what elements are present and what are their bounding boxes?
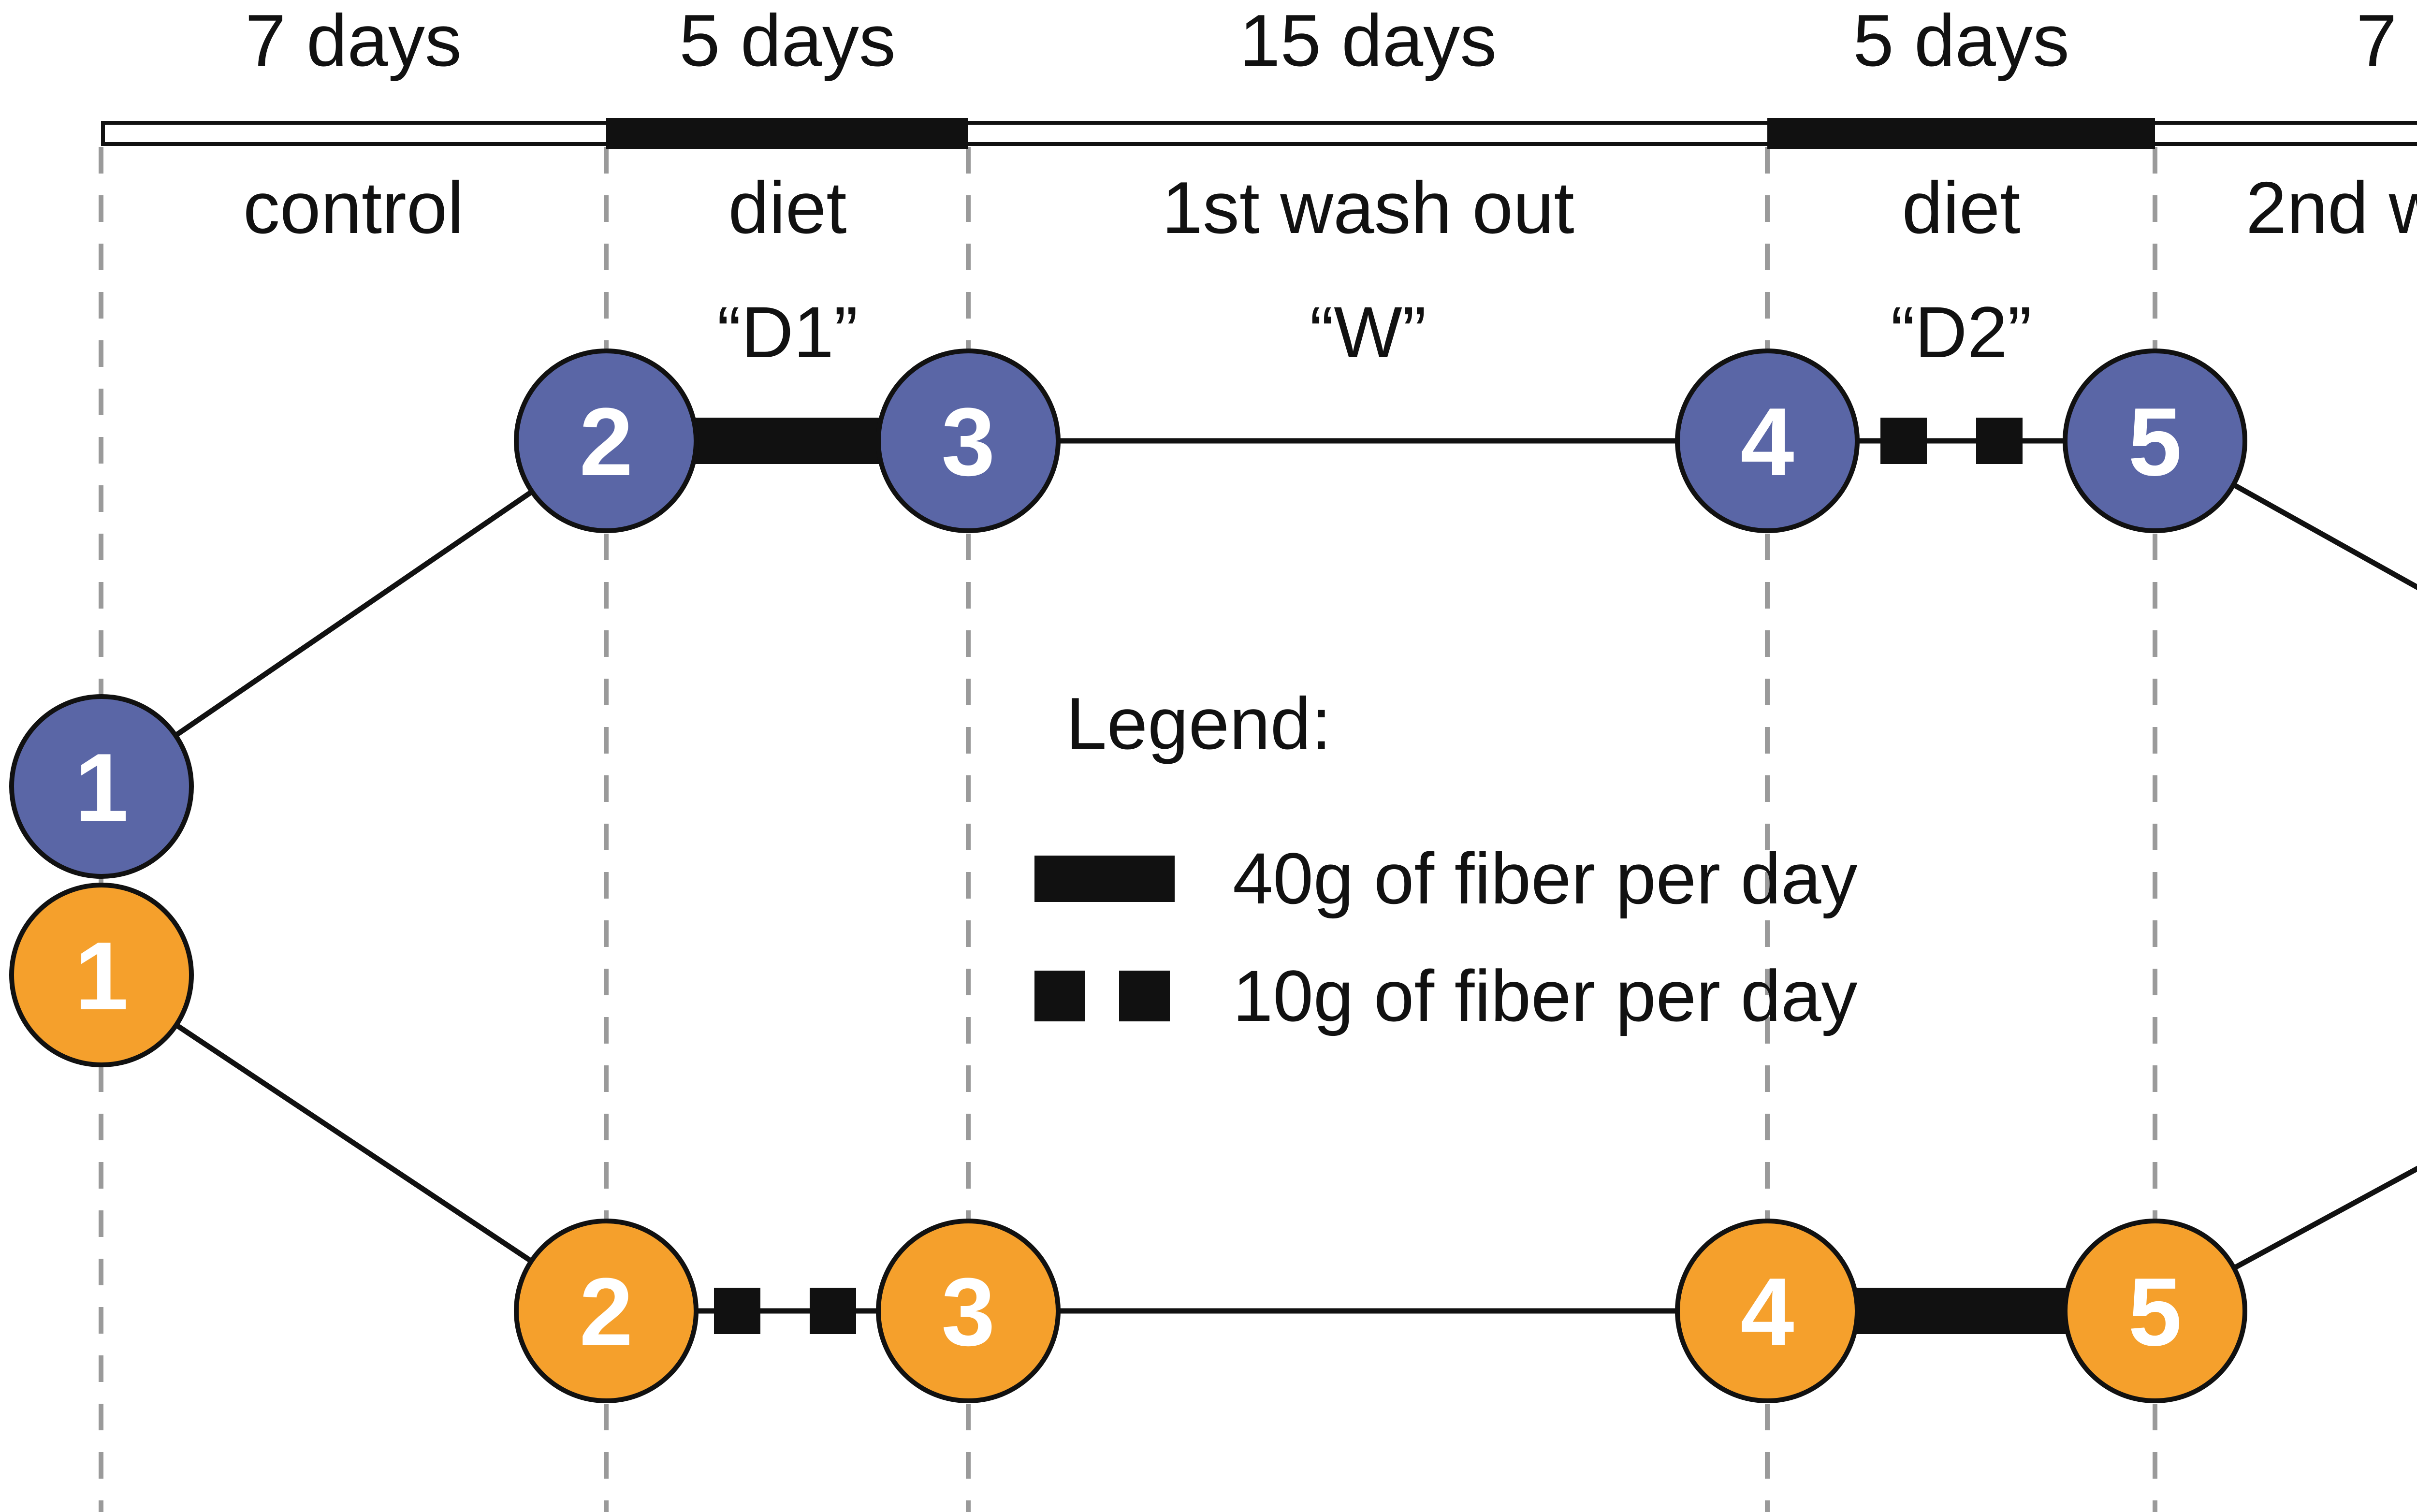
duration-label-diet2: 5 days	[1853, 0, 2069, 82]
timeline-diet-segment-1	[606, 118, 968, 149]
legend-title: Legend:	[1066, 683, 1332, 765]
legend-item-40g-label: 40g of fiber per day	[1233, 838, 1858, 919]
connector-line-orange-1-2	[99, 973, 608, 1313]
phase-label-diet2: diet	[1902, 167, 2021, 249]
phase-code-w: “W”	[1310, 291, 1427, 373]
timeline-diet-segment-2	[1767, 118, 2155, 149]
fiber-10g-square	[1880, 418, 1927, 464]
connector-line-blue-1-2	[99, 438, 608, 789]
duration-label-washout1: 15 days	[1239, 0, 1497, 82]
thick-bar-icon	[1034, 856, 1175, 902]
phase-code-d2: “D2”	[1891, 291, 2032, 373]
fiber-10g-square	[810, 1288, 856, 1334]
orange-arm-node-4: 4	[1675, 1219, 1860, 1403]
orange-arm-node-1: 1	[9, 883, 194, 1067]
blue-arm-node-4: 4	[1675, 349, 1860, 533]
dotted-squares-icon	[1119, 971, 1170, 1021]
fiber-10g-square	[714, 1288, 760, 1334]
phase-label-washout1: 1st wash out	[1162, 167, 1574, 249]
orange-arm-node-5: 5	[2063, 1219, 2247, 1403]
phase-label-diet1: diet	[728, 167, 847, 249]
phase-label-control: control	[243, 167, 464, 249]
blue-arm-node-2: 2	[514, 349, 699, 533]
phase-label-washout2: 2nd wash out	[2245, 167, 2417, 249]
dotted-squares-icon	[1034, 971, 1085, 1021]
orange-arm-node-2: 2	[514, 1219, 699, 1403]
blue-arm-node-3: 3	[876, 349, 1061, 533]
orange-arm-node-3: 3	[876, 1219, 1061, 1403]
duration-label-control: 7 days	[245, 0, 462, 82]
blue-arm-node-1: 1	[9, 694, 194, 879]
duration-label-diet1: 5 days	[679, 0, 896, 82]
connector-line-orange-5-6	[2154, 1165, 2417, 1313]
blue-arm-node-5: 5	[2063, 349, 2247, 533]
phase-code-d1: “D1”	[717, 291, 858, 373]
legend-item-10g-label: 10g of fiber per day	[1233, 955, 1858, 1036]
fiber-10g-square	[1976, 418, 2023, 464]
connector-line-blue-5-6	[2154, 438, 2417, 590]
duration-label-washout2: 7 days	[2356, 0, 2417, 82]
